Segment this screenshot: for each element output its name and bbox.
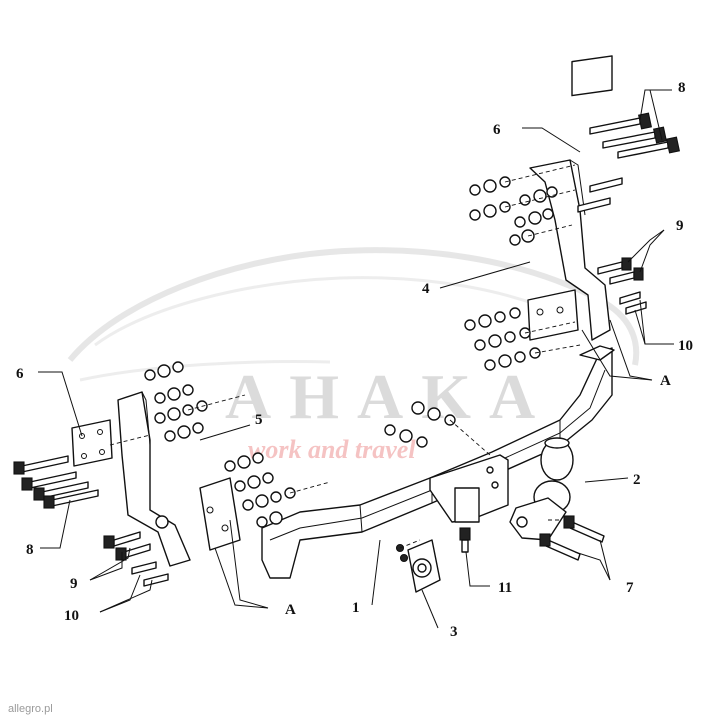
bolts-right-top bbox=[577, 112, 680, 213]
callout-8-left: 8 bbox=[26, 542, 34, 558]
callout-10-left: 10 bbox=[64, 608, 79, 624]
callout-3: 3 bbox=[450, 624, 458, 640]
callout-9-right: 9 bbox=[676, 218, 684, 234]
left-side-bracket bbox=[117, 391, 241, 567]
callout-A-left: A bbox=[285, 602, 296, 618]
callout-A-right: A bbox=[660, 373, 671, 389]
main-cross-beam bbox=[261, 345, 615, 579]
callout-2: 2 bbox=[633, 472, 641, 488]
socket-plate bbox=[395, 539, 441, 593]
callout-9-left: 9 bbox=[70, 576, 78, 592]
callout-8-right: 8 bbox=[678, 80, 686, 96]
callout-5: 5 bbox=[255, 412, 263, 428]
bolts-7 bbox=[539, 515, 605, 561]
alignment-guides bbox=[109, 164, 581, 494]
bolt-11 bbox=[459, 527, 471, 553]
tow-ball-assembly bbox=[429, 437, 574, 541]
nut-washer-cluster-right-upper bbox=[469, 176, 558, 246]
watermark-brand: AHAKA bbox=[225, 361, 553, 432]
callout-labels: 1 2 3 4 5 6 6 7 8 8 9 9 10 10 11 A A bbox=[16, 80, 693, 640]
ball-mount-nuts bbox=[384, 401, 456, 448]
leader-lines bbox=[38, 89, 674, 629]
right-side-bracket bbox=[527, 55, 613, 341]
bolts-left-9-10 bbox=[103, 531, 169, 587]
bolts-left bbox=[13, 455, 99, 509]
nut-washer-cluster-center bbox=[224, 452, 296, 528]
callout-1: 1 bbox=[352, 600, 360, 616]
nut-washer-cluster-left bbox=[144, 361, 208, 442]
bolts-right-9-10 bbox=[597, 257, 647, 315]
credit-label: allegro.pl bbox=[8, 703, 53, 715]
callout-6-right: 6 bbox=[493, 122, 501, 138]
callout-11: 11 bbox=[498, 580, 512, 596]
callout-10-right: 10 bbox=[678, 338, 693, 354]
callout-6-left: 6 bbox=[16, 366, 24, 382]
left-mount-plate bbox=[71, 419, 113, 467]
watermark-car-logo bbox=[67, 247, 640, 382]
watermark-tagline: work and travel bbox=[248, 435, 416, 464]
callout-7: 7 bbox=[626, 580, 634, 596]
callout-4: 4 bbox=[422, 281, 430, 297]
